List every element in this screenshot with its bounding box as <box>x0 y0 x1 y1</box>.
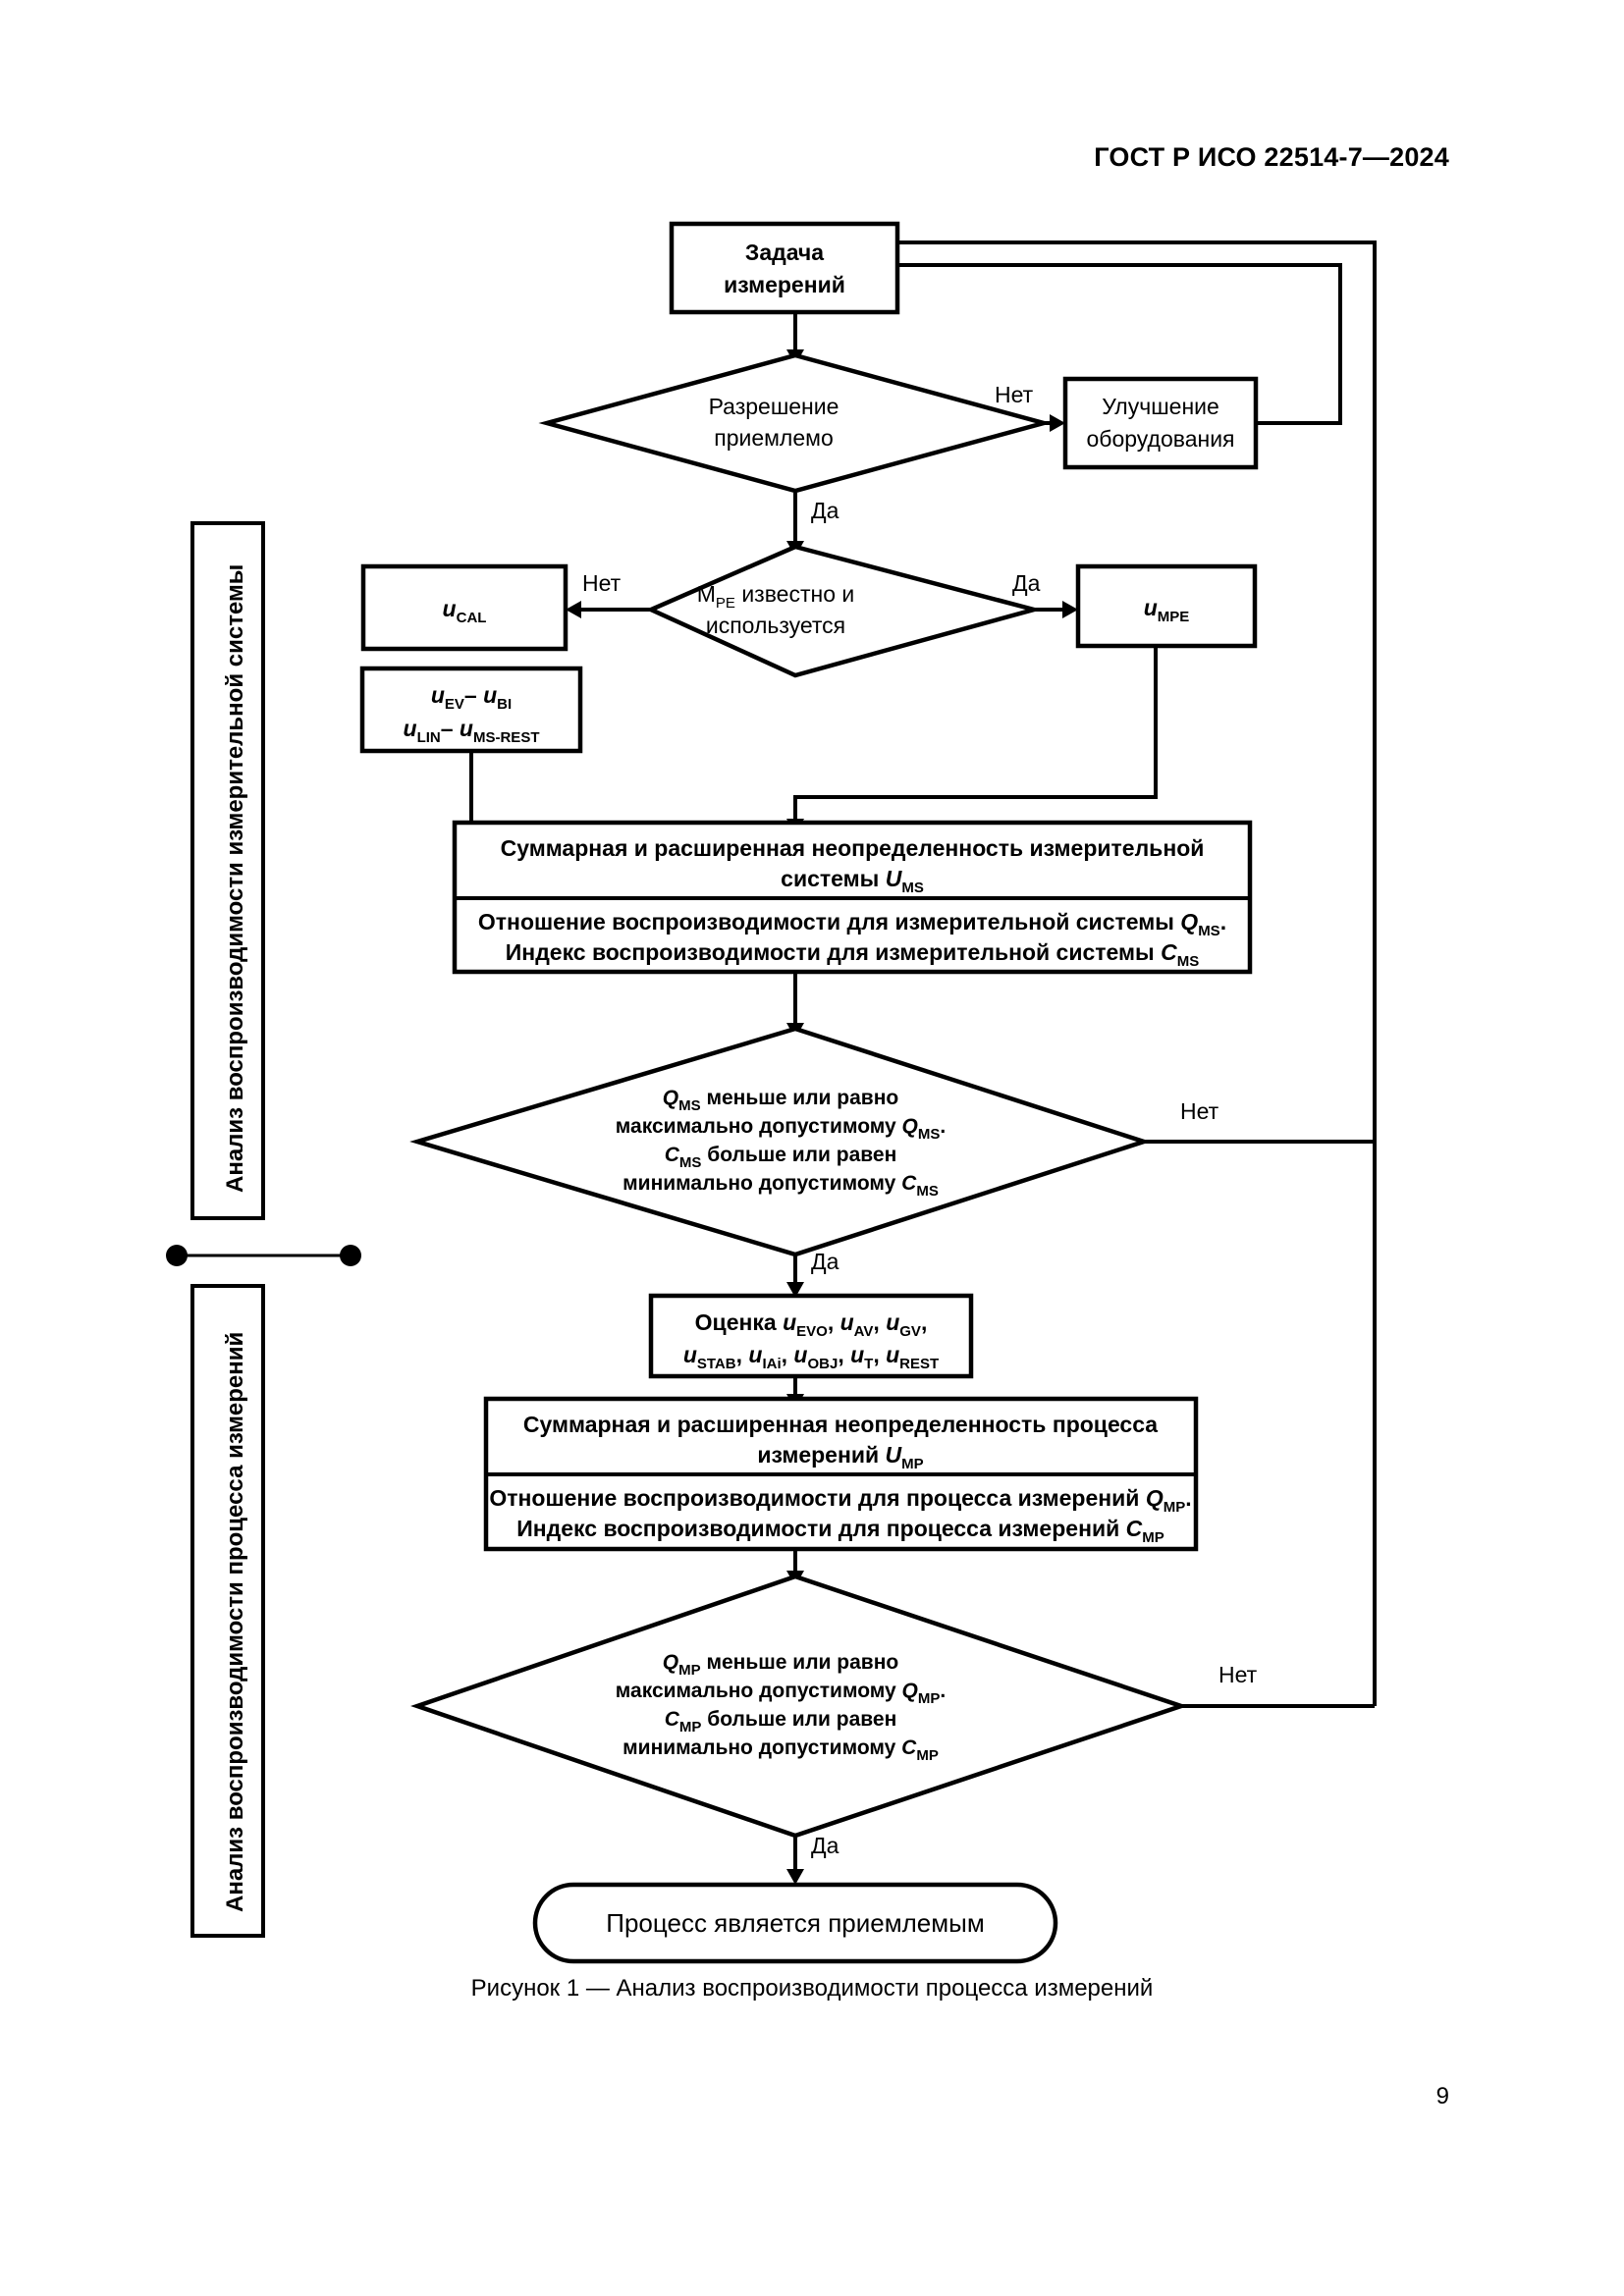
node-decision-mp-line1: QMP меньше или равно <box>663 1651 898 1679</box>
node-start-line1: Задача <box>745 240 824 265</box>
edge-label-resolution-yes: Да <box>811 498 839 523</box>
separator-dot-right <box>340 1245 361 1266</box>
node-decision-resolution-line1: Разрешение <box>709 394 839 419</box>
node-decision-ms-line3: CMS больше или равен <box>665 1144 897 1171</box>
mp-summary-bot-line1: Отношение воспроизводимости для процесса… <box>489 1485 1191 1516</box>
node-decision-ms-line2: максимально допустимому QMS. <box>616 1115 946 1143</box>
edge-label-ms-yes: Да <box>811 1249 839 1274</box>
page-number: 9 <box>1435 2083 1449 2109</box>
node-u-components-row1: uEV– uBI <box>431 682 512 713</box>
node-evaluate-row1: Оценка uEVO, uAV, uGV, <box>695 1309 928 1340</box>
node-decision-ms-line4: минимально допустимому CMS <box>623 1172 939 1200</box>
node-end-oval[interactable] <box>532 1882 1058 1964</box>
node-decision-mp[interactable] <box>410 1574 1189 1839</box>
side-bracket-upper <box>190 521 265 1220</box>
node-u-cal-label: uCAL <box>443 596 487 626</box>
node-end-label: Процесс является приемлемым <box>606 1908 984 1938</box>
separator-dot-left <box>166 1245 188 1266</box>
ms-summary-bot-line2: Индекс воспроизводимости для измерительн… <box>506 939 1199 970</box>
edge-label-mp-no: Нет <box>1218 1662 1258 1687</box>
edge-label-mpe-no: Нет <box>582 570 622 596</box>
side-label-lower: Анализ воспроизводимости процесса измере… <box>222 1332 248 1912</box>
side-bracket-lower <box>190 1284 265 1938</box>
figure-caption: Рисунок 1 — Анализ воспроизводимости про… <box>470 1975 1154 2002</box>
node-evaluate[interactable] <box>648 1293 974 1379</box>
arrowhead <box>786 1869 804 1885</box>
side-label-upper: Анализ воспроизводимости измерительной с… <box>222 564 248 1193</box>
node-u-mpe-label: uMPE <box>1144 595 1190 625</box>
node-decision-mp-line2: максимально допустимому QMP. <box>616 1680 946 1707</box>
connector-umpe-to-ms <box>793 646 1158 823</box>
connector-outer-return-rail <box>891 240 1377 1706</box>
node-u-mpe[interactable] <box>1075 563 1258 649</box>
node-decision-mp-line3: CMP больше или равен <box>665 1708 897 1735</box>
ms-summary-top-line1: Суммарная и расширенная неопределенность… <box>501 835 1205 861</box>
connector-improve-return <box>891 263 1342 425</box>
node-u-components[interactable] <box>359 666 583 754</box>
node-decision-mpe[interactable] <box>645 544 1043 678</box>
mp-summary-bot-line2: Индекс воспроизводимости для процесса из… <box>516 1516 1164 1546</box>
mp-summary-top-line1: Суммарная и расширенная неопределенность… <box>523 1412 1158 1437</box>
node-decision-mpe-line1: MPE известно и <box>697 581 855 612</box>
arrowhead <box>1062 601 1078 618</box>
edge-label-mp-yes: Да <box>811 1833 839 1858</box>
edge-label-resolution-no: Нет <box>995 382 1034 407</box>
node-decision-mpe-line2: используется <box>706 613 845 638</box>
page-header: ГОСТ Р ИСО 22514-7—2024 <box>1094 142 1449 172</box>
node-improve-line2: оборудования <box>1087 426 1235 452</box>
node-u-components-row2: uLIN– uMS-REST <box>404 716 540 746</box>
node-u-cal[interactable] <box>360 563 568 652</box>
node-decision-ms[interactable] <box>409 1026 1152 1257</box>
ms-summary-bot-line1: Отношение воспроизводимости для измерите… <box>478 909 1226 939</box>
node-decision-ms-line1: QMS меньше или равно <box>663 1087 898 1114</box>
node-evaluate-row2: uSTAB, uIAi, uOBJ, uT, uREST <box>683 1342 939 1372</box>
node-start-line2: измерений <box>724 272 845 297</box>
node-decision-resolution-line2: приемлемо <box>714 425 834 451</box>
mp-summary-top-line2: измерений UMP <box>757 1442 923 1472</box>
node-decision-mp-line4: минимально допустимому CMP <box>623 1736 939 1764</box>
node-improve-equipment[interactable] <box>1062 376 1259 470</box>
arrowhead <box>786 1282 804 1298</box>
arrowhead <box>1050 414 1065 432</box>
arrowhead <box>566 601 581 618</box>
ms-summary-top-line2: системы UMS <box>781 866 924 896</box>
node-improve-line1: Улучшение <box>1102 394 1219 419</box>
node-decision-resolution[interactable] <box>538 352 1053 494</box>
edge-label-mpe-yes: Да <box>1012 570 1041 596</box>
edge-label-ms-no: Нет <box>1180 1098 1219 1124</box>
node-start-box[interactable] <box>669 221 900 315</box>
